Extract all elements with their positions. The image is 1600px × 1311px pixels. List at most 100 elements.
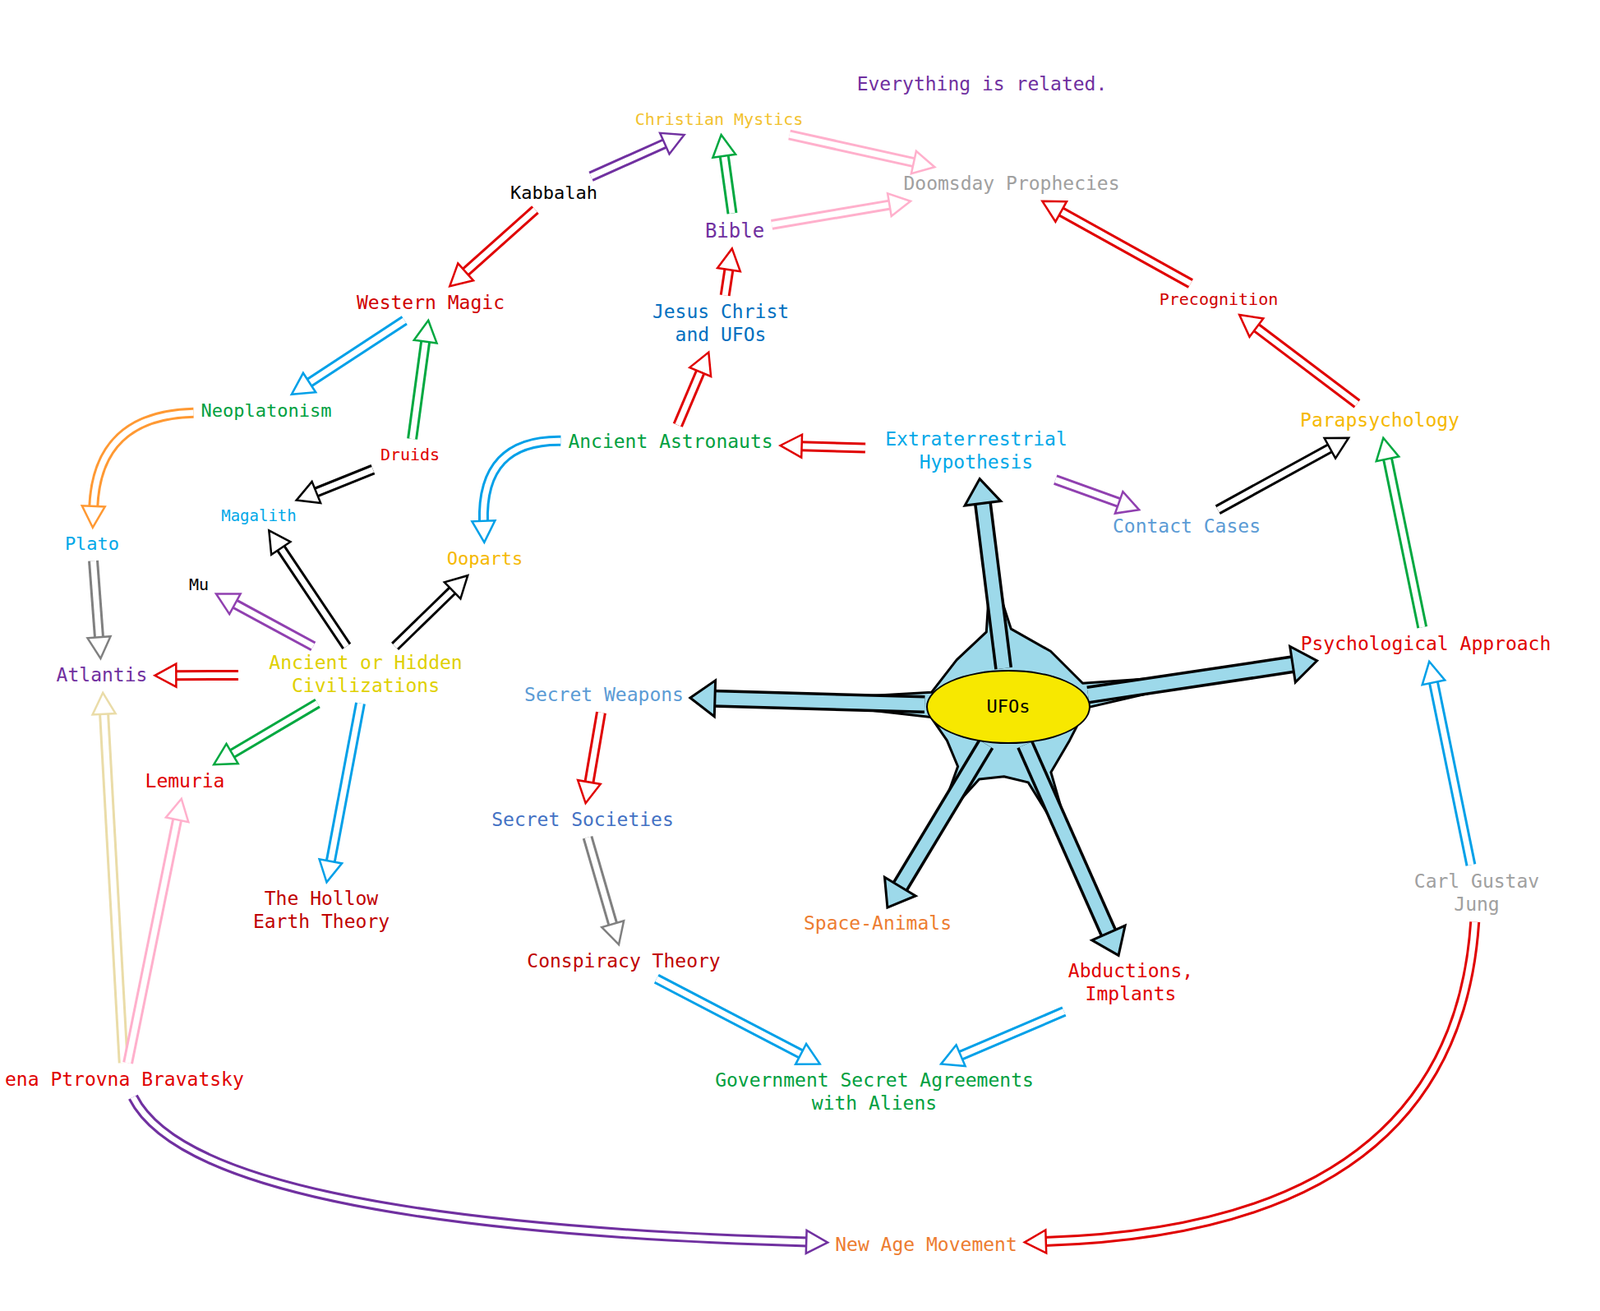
arrow-shaft [771, 204, 891, 226]
arrow-head [911, 151, 935, 174]
arrow-shaft-inner [656, 978, 803, 1056]
arrow-shaft-inner [314, 469, 374, 493]
arrow-shaft [464, 209, 535, 273]
arrow-head [92, 692, 116, 715]
arrow-shaft-inner [483, 440, 561, 523]
node-text: Doomsday Prophecies [903, 172, 1120, 196]
hollow-arrow [771, 193, 911, 225]
arrow-shaft [483, 440, 561, 523]
hollow-arrow [92, 692, 125, 1063]
node-text: Druids [380, 444, 440, 465]
arrow-shaft-inner [330, 703, 361, 863]
hollow-arrow [296, 469, 374, 503]
arrow-shaft-inner [587, 837, 614, 926]
node-text: Kabbalah [510, 182, 598, 204]
hollow-arrow [712, 134, 736, 214]
node-text: Ooparts [447, 548, 524, 570]
node-text: Atlantis [56, 663, 148, 688]
node-text: Jesus Christ and UFOs [650, 300, 792, 346]
node-text: Secret Societies [491, 808, 674, 832]
topic-node: Precognition [1156, 287, 1282, 311]
star-arm-arrow [964, 479, 1004, 669]
hollow-arrow [677, 352, 711, 426]
topic-node: Druids [377, 442, 443, 466]
arrow-shaft-inner [800, 446, 866, 448]
arrow-head [885, 876, 917, 908]
topic-node: The Hollow Earth Theory [239, 885, 404, 935]
arrow-head [690, 680, 716, 717]
arrow-shaft [230, 703, 319, 755]
arrow-shaft [899, 743, 986, 888]
arrow-head [1115, 491, 1139, 513]
arrow-shaft [590, 142, 667, 177]
node-text: Bible [705, 219, 765, 244]
arrow-head [154, 663, 176, 688]
topic-node: Bible [701, 217, 768, 245]
arrow-shaft-inner [174, 672, 239, 678]
arrow-head [577, 779, 601, 803]
hollow-arrow [87, 560, 111, 659]
arrow-head [296, 481, 321, 503]
hollow-arrow [319, 703, 361, 883]
arrow-shaft [133, 1097, 808, 1242]
topic-node: Neoplatonism [198, 398, 336, 424]
arrow-head [449, 262, 474, 286]
arrow-head [1422, 661, 1446, 685]
arrow-shaft-inner [1387, 456, 1423, 628]
hollow-arrow [1239, 314, 1357, 404]
topic-node: Kabbalah [507, 180, 601, 206]
hollow-arrow [154, 663, 239, 688]
arrow-head [444, 575, 468, 599]
arrow-shaft [1059, 210, 1190, 284]
arrow-head [1376, 438, 1399, 462]
arrow-shaft [723, 154, 733, 214]
node-text: Space-Animals [803, 912, 952, 936]
arrow-shaft-inner [959, 1011, 1065, 1056]
topic-node: Ancient or Hidden Civilizations [242, 650, 489, 699]
ufo-ellipse: UFOs [926, 669, 1091, 744]
hollow-arrow [216, 593, 314, 646]
topic-node: ena Ptrovna Bravatsky [1, 1066, 248, 1093]
arrow-shaft-inner [1254, 326, 1357, 404]
arrow-shaft-inner [464, 209, 535, 273]
arrow-head [689, 352, 711, 377]
hollow-arrow [577, 712, 601, 803]
topic-node: Jesus Christ and UFOs [646, 299, 795, 348]
hollow-arrow [587, 837, 624, 945]
node-text: Ancient or Hidden Civilizations [245, 651, 486, 697]
star-arm-arrow [690, 680, 925, 717]
arrow-shaft [1387, 456, 1423, 628]
node-text: Plato [64, 533, 120, 555]
arrow-shaft-inner [589, 712, 602, 784]
node-text: UFOs [986, 696, 1031, 718]
hollow-arrow [1422, 661, 1471, 866]
hollow-arrow [133, 1097, 828, 1254]
arrow-shaft [1044, 922, 1476, 1242]
topic-node: Ooparts [443, 546, 527, 572]
node-text: Christian Mystics [635, 109, 804, 130]
arrow-head [1324, 438, 1350, 459]
node-text: Psychological Approach [1300, 632, 1552, 656]
arrow-shaft-inner [723, 154, 733, 214]
arrow-shaft-inner [93, 560, 100, 639]
arrow-head [940, 1044, 965, 1066]
node-text: Precognition [1159, 289, 1279, 309]
hollow-arrow [128, 798, 190, 1063]
arrow-shaft-inner [677, 370, 701, 426]
arrow-shaft [713, 698, 925, 705]
topic-node: Christian Mystics [631, 107, 807, 131]
arrow-head [780, 434, 803, 458]
hollow-arrow [412, 320, 438, 439]
node-text: Secret Weapons [524, 683, 684, 707]
hollow-arrow [395, 575, 469, 646]
arrow-shaft [1055, 479, 1121, 503]
hollow-arrow [1042, 201, 1190, 284]
arrow-shaft-inner [395, 589, 454, 646]
arrow-shaft [982, 501, 1004, 669]
arrow-shaft-inner [230, 703, 319, 755]
arrow-head [964, 479, 1001, 507]
node-text: Extraterrestrial Hypothesis [872, 428, 1080, 474]
topic-node: Carl Gustav Jung [1398, 868, 1555, 918]
arrow-shaft-inner [899, 743, 986, 888]
arrow-shaft [1433, 680, 1471, 865]
